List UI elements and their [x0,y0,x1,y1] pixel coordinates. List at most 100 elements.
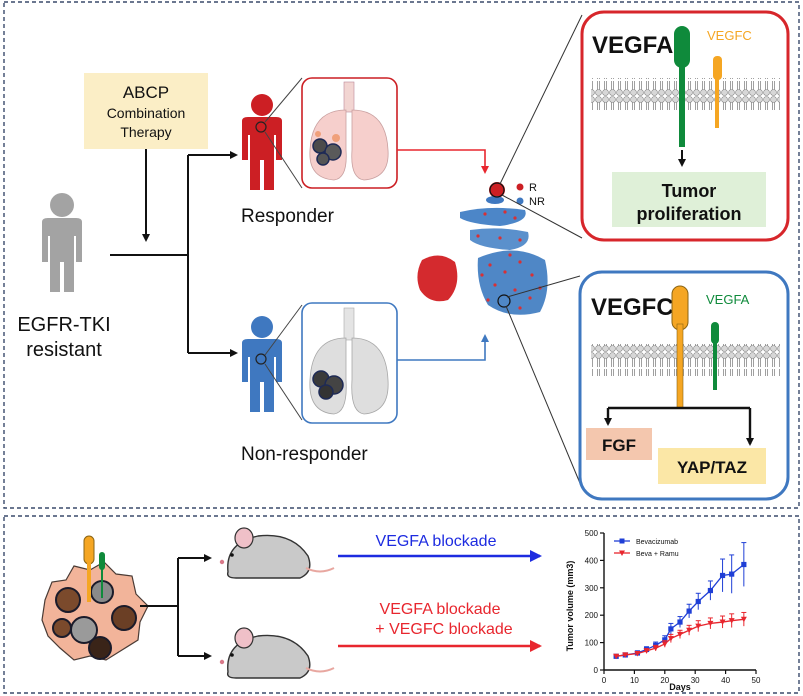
chart-x-tick-label: 40 [721,676,730,685]
legend-label: Beva + Ramu [636,551,679,558]
chart-y-tick-label: 400 [585,556,599,565]
legend-marker [619,538,625,544]
responder-signaling-box: VEGFA VEGFC Tumor proliferation [580,10,790,242]
chart-x-tick-label: 50 [752,676,761,685]
nr-target1: FGF [602,436,636,455]
nr-zoom-line-1 [506,275,581,298]
chart-y-tick-label: 500 [585,529,599,538]
responder-zoom-line-1 [264,77,303,123]
branch-connector [110,151,238,357]
r-vegfc-receptor-head [713,56,722,80]
chart-y-tick-label: 0 [594,666,599,675]
tumor-cluster-illustration [41,535,149,661]
nonresponder-to-umap-arrow [397,334,489,361]
r-main-ligand: VEGFA [592,32,673,59]
data-point [707,587,713,594]
data-point [661,641,668,647]
r-zoom-line-2 [501,194,583,239]
data-point [668,626,674,632]
umap-cluster-small-blue [486,196,504,204]
responder-zoom-line-2 [264,131,303,189]
umap-r-marker [489,182,505,198]
data-point [677,619,683,625]
umap-cluster-large [477,250,548,315]
data-point [643,648,650,654]
data-point [622,652,629,658]
series-line-0 [616,563,745,657]
treatment-2-label-1: VEGFA blockade [380,601,501,618]
r-vegfc-receptor-stalk [715,76,719,128]
responder-label: Responder [241,206,335,227]
patient-label-2: resistant [26,339,102,361]
nr-vegfa-receptor-head [711,322,719,344]
data-point [707,620,714,627]
chart-y-tick-label: 100 [585,639,599,648]
chart-x-tick-label: 0 [602,676,607,685]
tumor-proliferation-box [612,172,766,227]
nonresponder-signaling-box: VEGFC VEGFA FGF YAP/TAZ [578,270,790,501]
nonresponder-zoom-line-1 [264,304,303,356]
top-panel-border [3,1,800,509]
nr-minor-ligand: VEGFA [706,292,750,307]
chart-y-tick-label: 300 [585,584,599,593]
legend-r-dot [516,183,524,191]
legend-r-label: R [529,182,537,194]
tumor-volume-chart: Tumor volume (mm3) Days 0100200300400500… [565,529,761,692]
data-point [719,572,726,579]
therapy-title: ABCP [123,83,169,102]
data-point [695,623,702,630]
bottom-branch-connector [140,554,212,660]
mouse-icon-2 [219,627,335,679]
fgf-box [586,428,652,460]
r-outcome-line1: Tumor [662,181,717,201]
responder-icon [242,94,282,190]
chart-xlabel: Days [669,682,691,692]
nr-zoom-line-2 [505,305,583,489]
data-point [613,653,620,660]
umap-cluster-red-left [417,255,458,302]
data-point [740,616,747,623]
chart-y-tick-label: 200 [585,611,599,620]
data-point [667,635,674,642]
r-zoom-line-1 [499,14,583,185]
nonresponder-lesion-marker [255,353,267,365]
r-outcome-line2: proliferation [636,204,741,224]
data-point [634,651,641,657]
data-point [652,645,659,652]
data-point [686,627,693,634]
data-point [728,618,735,624]
r-vegfa-receptor-stalk [679,62,685,147]
patient-icon [42,193,82,292]
r-vegfa-receptor-head [674,26,690,68]
data-point [686,608,692,614]
yap-taz-box [658,448,766,484]
legend-nr-label: NR [529,196,545,208]
nr-vegfc-receptor-stalk [676,323,684,409]
responder-to-umap-arrow [397,149,489,174]
data-point [719,619,726,626]
bottom-panel-border [3,515,800,694]
mouse-icon-1 [219,527,335,579]
therapy-subtitle-2: Therapy [120,124,171,140]
data-point [677,631,683,638]
chart-ylabel: Tumor volume (mm3) [565,561,575,652]
treatment-2-label-2: + VEGFC blockade [375,621,513,638]
umap-plot [417,182,548,315]
chart-x-tick-label: 30 [691,676,700,685]
nonresponder-label: Non-responder [241,444,368,465]
responder-lung-box [301,77,398,189]
legend-marker [619,550,625,556]
nonresponder-icon [242,316,282,412]
chart-x-tick-label: 20 [660,676,669,685]
nr-vegfa-receptor-stalk [713,340,717,390]
legend-nr-dot [516,197,524,205]
treatment-1-label: VEGFA blockade [376,533,497,550]
data-point [729,571,735,577]
nr-main-ligand: VEGFC [591,294,674,321]
umap-cluster-band [460,207,526,226]
umap-cluster-r-small [489,182,505,198]
legend-label: Bevacizumab [636,539,678,546]
umap-nr-marker [497,294,511,308]
nonresponder-zoom-line-2 [264,363,303,421]
responder-lesion-marker [255,121,267,133]
